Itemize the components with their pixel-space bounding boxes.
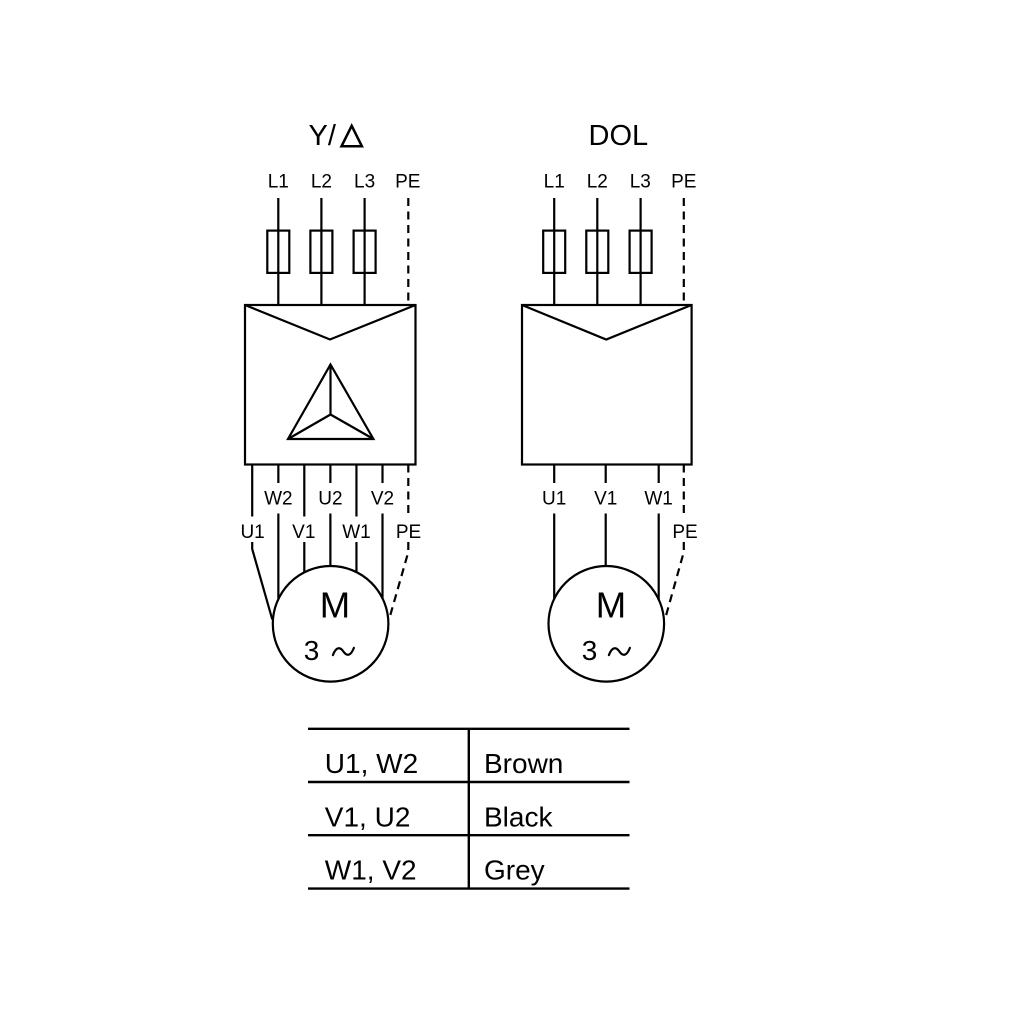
svg-text:U1: U1	[542, 489, 566, 510]
svg-text:M: M	[320, 585, 350, 626]
svg-text:L3: L3	[354, 172, 375, 193]
svg-text:W2: W2	[264, 489, 293, 510]
svg-text:V1: V1	[594, 489, 617, 510]
svg-text:W1, V2: W1, V2	[325, 855, 417, 886]
svg-text:V2: V2	[371, 489, 394, 510]
svg-text:L2: L2	[587, 172, 608, 193]
svg-text:Brown: Brown	[484, 748, 563, 779]
svg-text:W1: W1	[342, 522, 371, 543]
svg-text:Grey: Grey	[484, 855, 545, 886]
svg-text:3: 3	[304, 635, 320, 666]
svg-text:Black: Black	[484, 801, 553, 832]
svg-text:DOL: DOL	[589, 120, 649, 152]
svg-text:U1, W2: U1, W2	[325, 748, 418, 779]
svg-text:M: M	[596, 585, 626, 626]
svg-text:L3: L3	[630, 172, 651, 193]
svg-text:W1: W1	[644, 489, 673, 510]
svg-text:Y/: Y/	[309, 120, 337, 152]
svg-text:PE: PE	[672, 522, 697, 543]
svg-text:L1: L1	[544, 172, 565, 193]
svg-text:L1: L1	[268, 172, 289, 193]
svg-text:U1: U1	[240, 522, 264, 543]
svg-text:PE: PE	[395, 172, 420, 193]
svg-text:PE: PE	[671, 172, 696, 193]
svg-text:U2: U2	[318, 489, 342, 510]
svg-text:3: 3	[582, 635, 598, 666]
svg-text:L2: L2	[311, 172, 332, 193]
svg-text:V1: V1	[292, 522, 315, 543]
svg-text:V1, U2: V1, U2	[325, 801, 411, 832]
svg-text:PE: PE	[396, 522, 421, 543]
